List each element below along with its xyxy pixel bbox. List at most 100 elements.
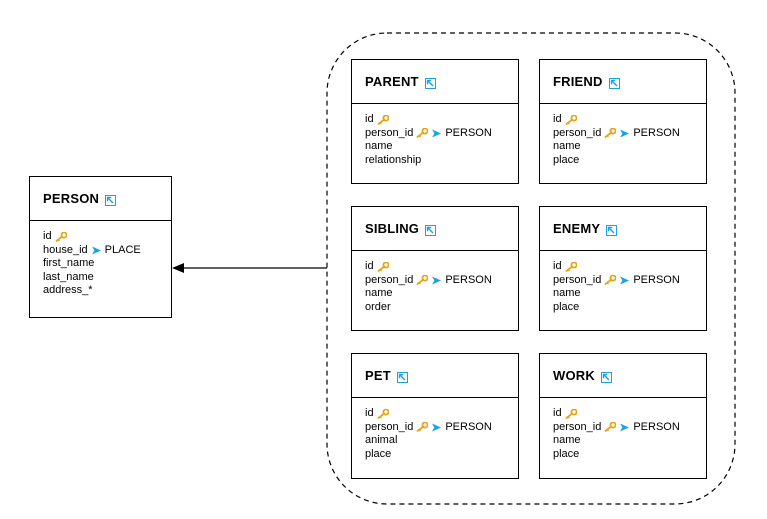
entity-field: address_* <box>43 284 171 298</box>
field-name: address_* <box>43 284 93 296</box>
key-icon <box>604 127 617 139</box>
entity-field: first_name <box>43 257 171 271</box>
field-name: person_id <box>553 420 602 433</box>
key-icon <box>604 421 617 433</box>
field-name: id <box>365 113 374 125</box>
key-icon <box>604 274 617 286</box>
field-name: person_id <box>365 126 414 139</box>
entity-header: FRIEND <box>540 60 706 104</box>
entity-field: name <box>553 140 706 154</box>
field-name: animal <box>365 434 398 446</box>
field-name: name <box>553 140 581 152</box>
field-name: place <box>553 447 580 460</box>
reference-arrow-icon <box>620 129 630 138</box>
entity-field: relationship <box>365 154 518 168</box>
key-icon <box>416 274 429 286</box>
field-name: place <box>553 153 580 166</box>
field-name: first_name <box>43 257 95 269</box>
entity-header: ENEMY <box>540 207 706 251</box>
entity-field: person_id PERSON <box>365 127 518 141</box>
reference-arrow-icon <box>432 129 442 138</box>
field-reference-target[interactable]: PERSON <box>445 273 492 286</box>
entity-header: PERSON <box>30 177 171 221</box>
field-name: person_id <box>553 126 602 139</box>
reference-arrow-icon <box>432 423 442 432</box>
external-link-icon[interactable] <box>105 193 117 206</box>
external-link-icon[interactable] <box>600 370 612 383</box>
field-name: order <box>365 300 391 313</box>
key-icon <box>565 261 578 272</box>
entity-title: PET <box>365 368 391 383</box>
entity-field: name <box>365 287 518 301</box>
field-reference-target[interactable]: PLACE <box>104 243 141 256</box>
entity-field: id <box>365 113 518 127</box>
entity-field: person_id PERSON <box>553 274 706 288</box>
field-name: id <box>553 407 562 419</box>
entity-title: SIBLING <box>365 221 420 236</box>
entity-header: SIBLING <box>352 207 518 251</box>
external-link-icon[interactable] <box>396 370 408 383</box>
key-icon <box>565 408 578 419</box>
field-name: last_name <box>43 270 94 283</box>
entity-field: person_id PERSON <box>553 127 706 141</box>
entity-field: animal <box>365 434 518 448</box>
entity-title: FRIEND <box>553 74 603 89</box>
entity-field: order <box>365 301 518 315</box>
entity-header: PET <box>352 354 518 398</box>
entity-field: person_id PERSON <box>365 421 518 435</box>
key-icon <box>565 114 578 125</box>
key-icon <box>377 408 390 419</box>
entity-field: house_id PLACE <box>43 244 171 258</box>
entity-title: ENEMY <box>553 221 601 236</box>
field-reference-target[interactable]: PERSON <box>633 273 680 286</box>
field-name: name <box>365 140 393 152</box>
entity-title: PERSON <box>43 191 100 206</box>
field-name: place <box>553 300 580 313</box>
key-icon <box>377 261 390 272</box>
entity-field: person_id PERSON <box>553 421 706 435</box>
external-link-icon[interactable] <box>424 76 436 89</box>
field-name: id <box>553 260 562 272</box>
field-reference-target[interactable]: PERSON <box>633 420 680 433</box>
entity-field: name <box>365 140 518 154</box>
entity-field: place <box>553 301 706 315</box>
entity-field: place <box>553 154 706 168</box>
external-link-icon[interactable] <box>425 223 437 236</box>
field-name: place <box>365 447 392 460</box>
external-link-icon[interactable] <box>606 223 618 236</box>
field-name: person_id <box>553 273 602 286</box>
external-link-icon[interactable] <box>608 76 620 89</box>
field-name: relationship <box>365 153 422 166</box>
field-name: name <box>553 287 581 299</box>
field-name: house_id <box>43 243 88 256</box>
entity-field: id <box>553 260 706 274</box>
reference-arrow-icon <box>91 246 101 255</box>
key-icon <box>416 421 429 433</box>
entity-field: id <box>365 260 518 274</box>
entity-header: PARENT <box>352 60 518 104</box>
entity-field: id <box>553 113 706 127</box>
field-reference-target[interactable]: PERSON <box>633 126 680 139</box>
entity-field: name <box>553 287 706 301</box>
field-name: id <box>43 230 52 242</box>
field-name: id <box>553 113 562 125</box>
field-reference-target[interactable]: PERSON <box>445 420 492 433</box>
field-reference-target[interactable]: PERSON <box>445 126 492 139</box>
field-name: person_id <box>365 420 414 433</box>
